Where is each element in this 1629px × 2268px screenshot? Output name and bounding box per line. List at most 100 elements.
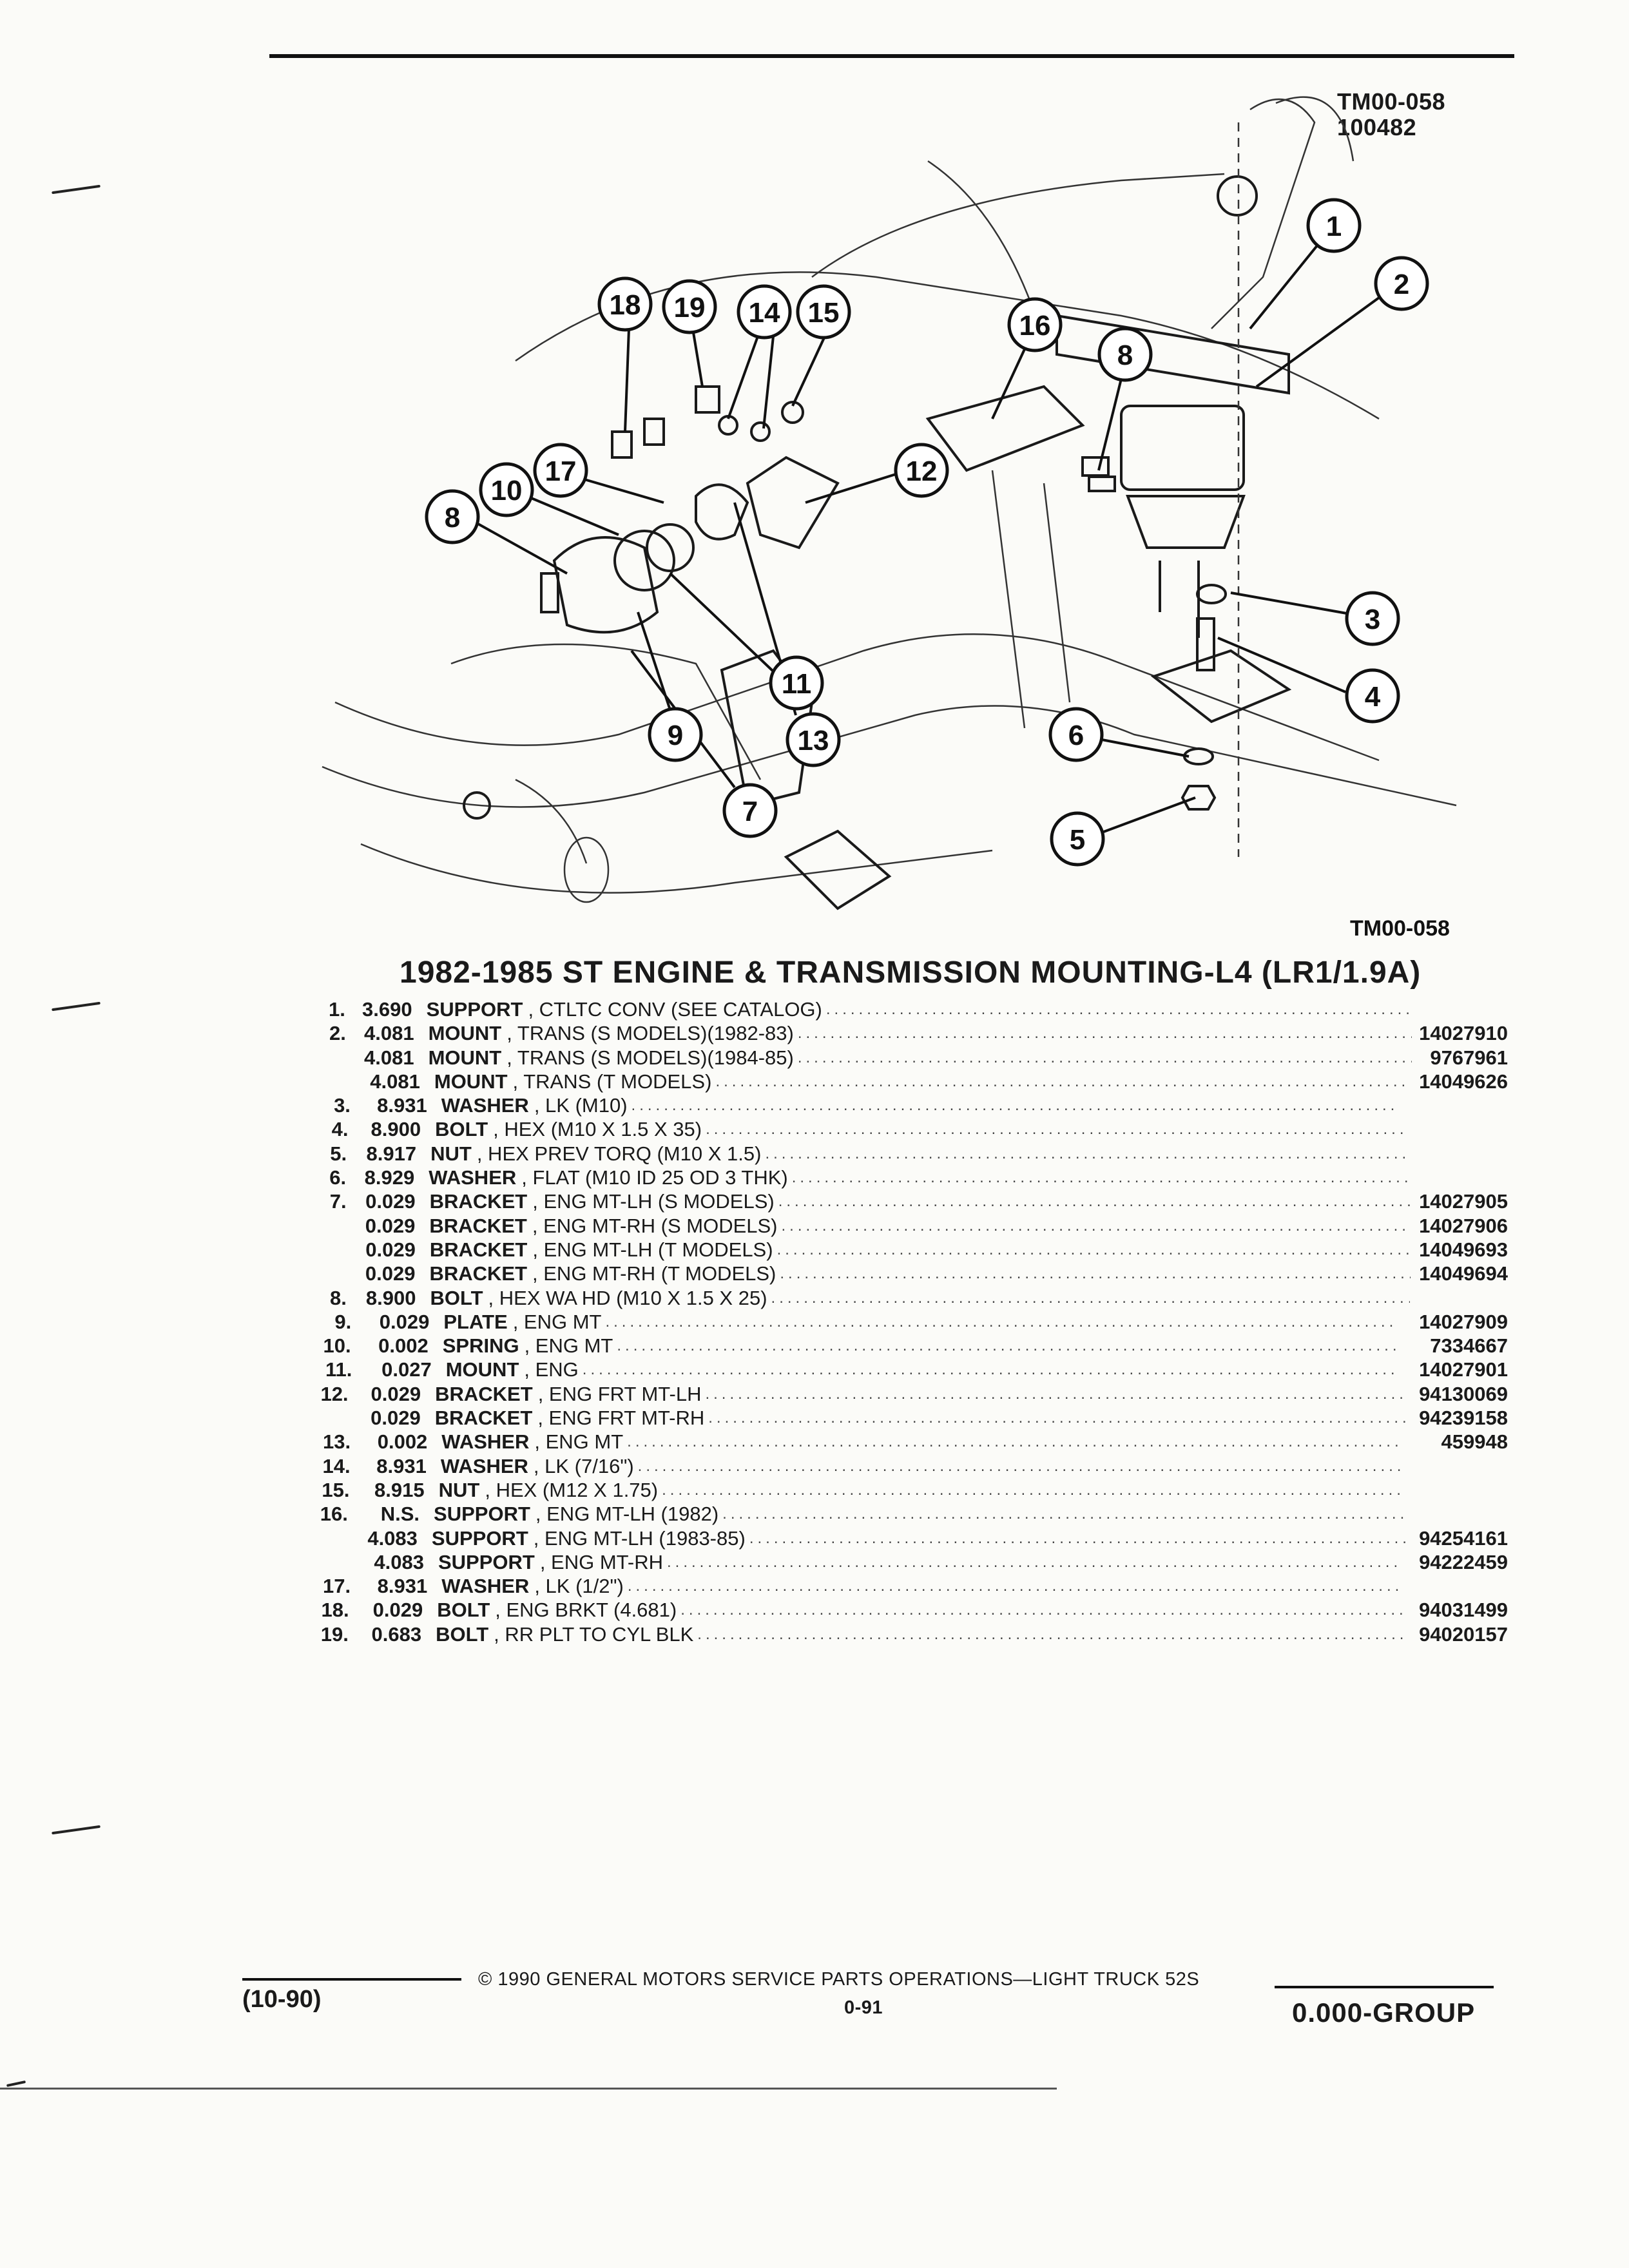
part-number: 14049626 (1419, 1070, 1508, 1093)
part-detail: , ENG MT-LH (1982) (535, 1503, 719, 1526)
group-code: 0.027 (381, 1358, 432, 1381)
part-name: WASHER (429, 1166, 517, 1189)
callout-18: 18 (597, 276, 653, 332)
part-number: 14027901 (1419, 1358, 1508, 1381)
footer-group: 0.000-GROUP (1292, 1997, 1476, 2028)
item-number: 6. (329, 1166, 347, 1189)
part-description: BRACKET, ENG MT-LH (T MODELS)...........… (430, 1238, 1411, 1262)
part-description: WASHER, ENG MT..........................… (441, 1430, 1399, 1454)
svg-text:7: 7 (742, 796, 758, 827)
part-description: BRACKET, ENG MT-RH (T MODELS)...........… (429, 1262, 1410, 1285)
leader-dots: ........................................… (705, 1385, 1405, 1403)
leader-dots: ........................................… (667, 1553, 1402, 1571)
svg-text:17: 17 (545, 456, 577, 487)
part-number: 94239158 (1419, 1407, 1508, 1430)
callout-10: 10 (479, 462, 534, 517)
item-number: 16. (320, 1503, 348, 1526)
part-name: BOLT (435, 1118, 488, 1141)
footer-copyright: © 1990 GENERAL MOTORS SERVICE PARTS OPER… (478, 1969, 1200, 1990)
item-number: 8. (330, 1286, 347, 1309)
part-description: NUT, HEX (M12 X 1.75)...................… (439, 1478, 1402, 1502)
part-name: BOLT (430, 1286, 483, 1309)
part-name: MOUNT (445, 1358, 519, 1381)
svg-text:9: 9 (668, 720, 683, 751)
part-number: 9767961 (1430, 1046, 1509, 1069)
part-name: NUT (430, 1142, 472, 1165)
part-name: PLATE (443, 1310, 508, 1333)
item-number: 1. (328, 998, 345, 1021)
part-number: 94031499 (1419, 1599, 1508, 1622)
margin-mark (6, 2080, 26, 2088)
part-description: SUPPORT, ENG MT-RH......................… (438, 1550, 1402, 1574)
part-description: MOUNT, TRANS (T MODELS).................… (434, 1070, 1406, 1093)
part-detail: , ENG MT-RH (T MODELS) (532, 1262, 776, 1285)
part-detail: , ENG (524, 1358, 579, 1381)
part-name: BRACKET (429, 1214, 527, 1237)
leader-dots: ........................................… (797, 1048, 1412, 1066)
callout-2: 2 (1374, 256, 1429, 311)
part-name: BRACKET (429, 1262, 528, 1285)
group-code: 8.929 (364, 1166, 415, 1189)
part-name: BRACKET (429, 1238, 528, 1261)
part-description: BOLT, ENG BRKT (4.681)..................… (437, 1598, 1403, 1622)
part-number: 14027910 (1419, 1022, 1509, 1045)
item-number: 12. (320, 1382, 349, 1405)
leader-dots: ........................................… (781, 1216, 1411, 1235)
group-code: 0.029 (379, 1310, 430, 1333)
leader-dots: ........................................… (765, 1144, 1410, 1162)
item-number: 2. (329, 1022, 346, 1045)
part-name: WASHER (440, 1454, 528, 1477)
part-description: BOLT, RR PLT TO CYL BLK.................… (436, 1622, 1405, 1646)
part-name: BOLT (436, 1622, 489, 1646)
part-detail: , ENG MT-LH (T MODELS) (532, 1238, 773, 1261)
parts-row: 4.083 SUPPORT, ENG MT-RH.................… (309, 1550, 1508, 1574)
item-number: 13. (323, 1430, 351, 1454)
part-name: MOUNT (428, 1022, 502, 1045)
svg-text:8: 8 (1117, 340, 1133, 371)
part-detail: , TRANS (S MODELS)(1984-85) (506, 1046, 794, 1069)
callout-6: 6 (1048, 707, 1104, 762)
part-detail: , ENG MT-LH (S MODELS) (532, 1190, 775, 1213)
part-number: 14049694 (1419, 1262, 1508, 1285)
item-number: 17. (322, 1575, 351, 1598)
part-name: SUPPORT (426, 998, 523, 1021)
group-code: 0.002 (377, 1430, 428, 1454)
group-code: 4.081 (363, 1022, 414, 1045)
svg-text:10: 10 (491, 475, 523, 506)
svg-text:3: 3 (1365, 604, 1380, 635)
part-description: WASHER, LK (M10)........................… (441, 1093, 1400, 1117)
leader-dots: ........................................… (637, 1457, 1400, 1475)
part-detail: , ENG FRT MT-RH (537, 1407, 705, 1430)
part-description: SUPPORT, ENG MT-LH (1983-85)............… (432, 1526, 1409, 1550)
part-name: SUPPORT (431, 1526, 528, 1550)
svg-text:14: 14 (749, 297, 780, 329)
item-number: 4. (331, 1118, 349, 1141)
callout-17: 17 (533, 443, 588, 498)
group-code: 0.002 (378, 1334, 429, 1358)
group-code: 0.683 (371, 1622, 422, 1646)
callout-19: 19 (662, 279, 717, 334)
part-description: PLATE, ENG MT...........................… (443, 1310, 1397, 1334)
leader-dots: ........................................… (697, 1625, 1405, 1643)
item-number: 11. (325, 1358, 352, 1381)
item-number: 19. (320, 1622, 349, 1646)
part-name: MOUNT (434, 1070, 508, 1093)
leader-dots: ........................................… (605, 1312, 1398, 1331)
footer-rule-right (1275, 1986, 1494, 1988)
part-number: 14049693 (1419, 1238, 1508, 1261)
header-code-2: 100482 (1337, 114, 1417, 140)
leader-dots: ........................................… (708, 1409, 1405, 1427)
leader-dots: ........................................… (749, 1529, 1409, 1547)
part-number: 7334667 (1430, 1334, 1508, 1358)
group-code: 4.083 (374, 1550, 424, 1573)
part-detail: , LK (M10) (534, 1094, 628, 1117)
